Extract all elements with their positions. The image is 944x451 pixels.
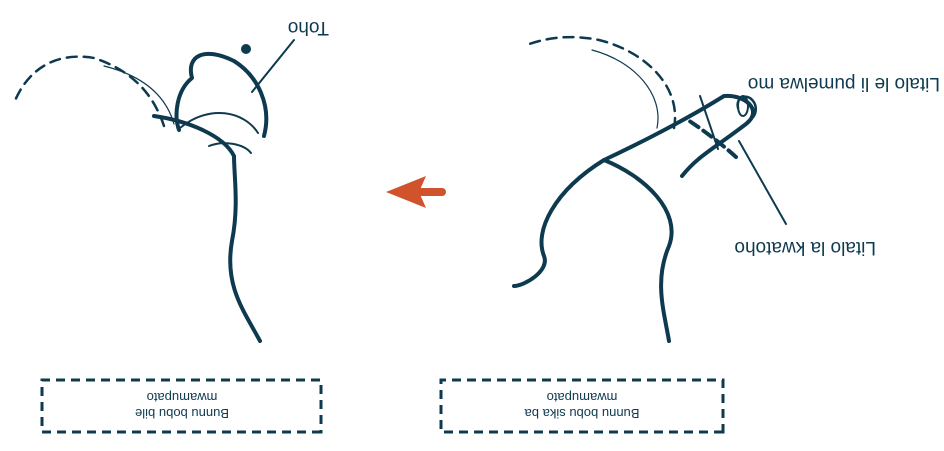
label-foreskin: Litalo la kwatoho [734, 237, 876, 258]
cut-line [686, 118, 738, 159]
corona-outline [179, 112, 259, 134]
diagram-rotated-group: Litalo le li pumelwa mo Litalo la kwatoh… [12, 17, 940, 434]
shaft-outline-2 [152, 114, 262, 343]
caption-circumcised-line2: mwamupato [147, 390, 218, 405]
caption-uncircumcised-line2: mwamupato [547, 390, 618, 405]
caption-circumcised-line1: Bunnu bobu bile [135, 406, 229, 421]
foreskin-outline [602, 93, 755, 178]
leader-line-tip [251, 39, 295, 93]
label-cut-line: Litalo le li pumelwa mo [748, 73, 940, 94]
body-thin-contour-2 [103, 65, 175, 125]
transition-arrow [386, 176, 446, 208]
body-dashed-contour [522, 35, 677, 130]
caption-box-uncircumcised [439, 378, 725, 434]
uncircumcised-panel: Litalo le li pumelwa mo Litalo la kwatoh… [439, 35, 940, 434]
body-thin-contour [591, 49, 659, 129]
circumcised-panel: Toho Bunnu bobu bile mwamupato [12, 17, 329, 434]
caption-uncircumcised-line1: Bunnu bobu sika ba [524, 406, 640, 421]
caption-box-circumcised [40, 378, 323, 434]
glans-outline [174, 51, 269, 138]
leader-line-cut [699, 95, 719, 150]
arrow-head [386, 176, 426, 208]
neck-outline [208, 142, 252, 154]
shaft-outline [512, 158, 674, 343]
label-tip: Toho [288, 17, 329, 38]
foreskin-opening [737, 95, 749, 117]
leader-line-foreskin [738, 140, 787, 225]
urethral-opening [241, 44, 251, 54]
body-dashed-contour-2 [12, 55, 166, 128]
